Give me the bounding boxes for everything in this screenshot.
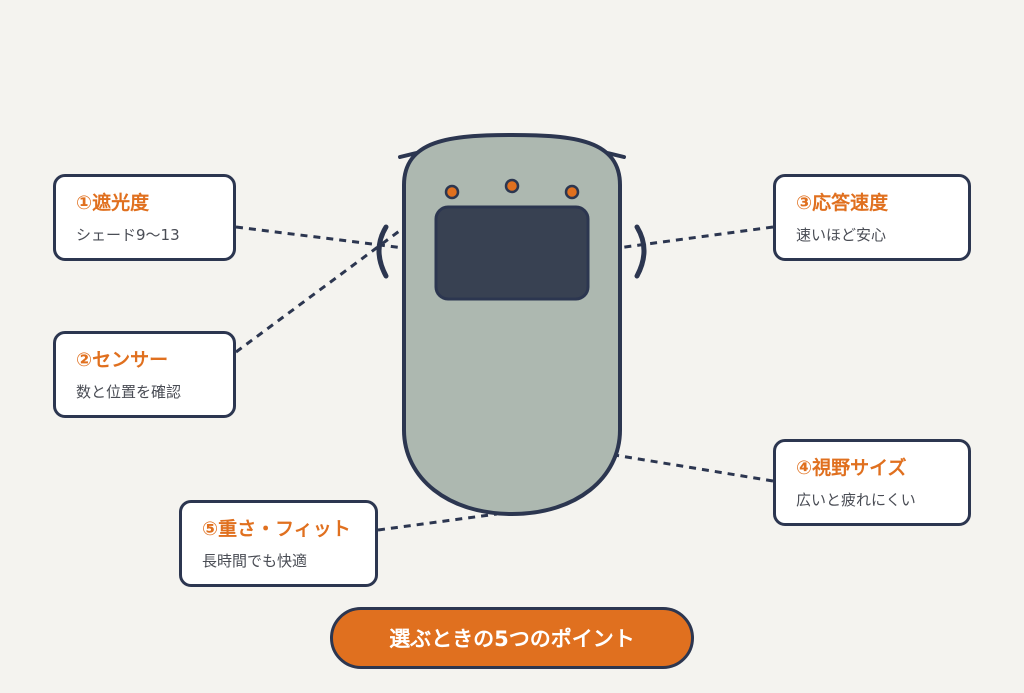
leader-line-weight xyxy=(377,512,498,532)
point-title: ④視野サイズ xyxy=(796,457,907,479)
left-ear-bracket xyxy=(376,224,389,279)
point-subtitle: 広いと疲れにくい xyxy=(796,491,916,509)
point-title: ③応答速度 xyxy=(796,192,889,214)
sensor-dot-center xyxy=(504,178,520,194)
five-points-banner: 選ぶときの5つのポイント xyxy=(330,607,694,669)
sensor-dot-right xyxy=(564,184,580,200)
right-ear-bracket xyxy=(634,224,647,279)
point-subtitle: 速いほど安心 xyxy=(796,226,887,244)
sensor-dot-left xyxy=(444,184,460,200)
point-title: ①遮光度 xyxy=(76,192,150,214)
banner-label: 選ぶときの5つのポイント xyxy=(389,627,635,651)
point-subtitle: 長時間でも快適 xyxy=(202,552,308,570)
mask-lens-window xyxy=(434,205,590,301)
point-title: ②センサー xyxy=(76,349,169,371)
point-card-shade: ①遮光度 シェード9〜13 xyxy=(53,174,236,261)
point-subtitle: 数と位置を確認 xyxy=(76,383,182,401)
leader-line-response xyxy=(587,225,774,254)
point-card-response: ③応答速度 速いほど安心 xyxy=(773,174,971,261)
point-card-sensor: ②センサー 数と位置を確認 xyxy=(53,331,236,418)
point-title: ⑤重さ・フィット xyxy=(202,518,351,540)
point-card-view-size: ④視野サイズ 広いと疲れにくい xyxy=(773,439,971,526)
point-card-weight-fit: ⑤重さ・フィット 長時間でも快適 xyxy=(179,500,378,587)
point-subtitle: シェード9〜13 xyxy=(76,226,180,244)
leader-line-view xyxy=(589,449,774,483)
